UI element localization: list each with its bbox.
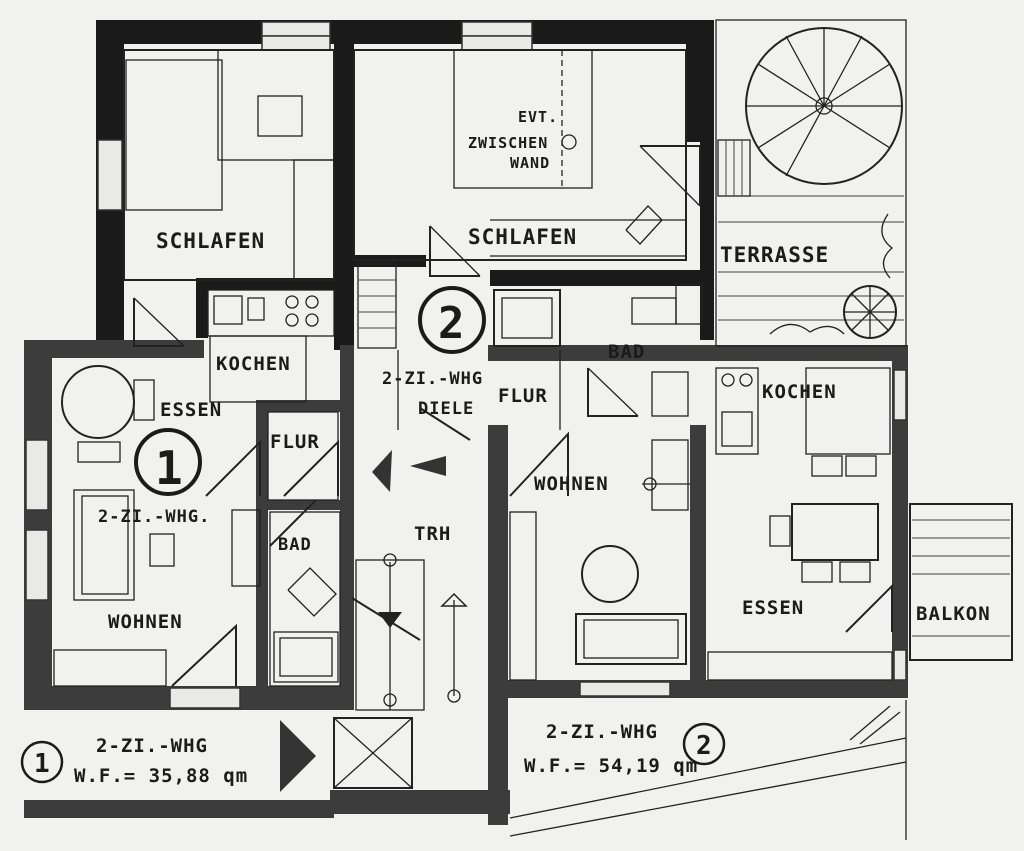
legend-1-circle bbox=[20, 740, 64, 784]
windows bbox=[25, 21, 907, 709]
label-bad-right: BAD bbox=[608, 341, 645, 363]
label-unit1-type: 2-ZI.-WHG. bbox=[98, 507, 210, 527]
unit-2-marker-number: 2 bbox=[438, 298, 466, 349]
legend-right-type: 2-ZI.-WHG bbox=[546, 721, 658, 743]
unit-1-marker-circle bbox=[134, 428, 202, 496]
label-evt-line3: WAND bbox=[510, 154, 550, 172]
label-balkon: BALKON bbox=[916, 603, 991, 625]
legend-left-area: W.F.= 35,88 qm bbox=[74, 765, 248, 787]
label-unit2-type: 2-ZI.-WHG bbox=[382, 369, 483, 389]
legend-2-circle bbox=[682, 722, 726, 766]
interior-lines bbox=[53, 19, 1013, 840]
room-labels: SCHLAFEN SCHLAFEN EVT. ZWISCHEN WAND TER… bbox=[98, 108, 991, 633]
legend-right-area: W.F.= 54,19 qm bbox=[524, 755, 698, 777]
label-kochen-right: KOCHEN bbox=[762, 381, 837, 403]
legend-left-type: 2-ZI.-WHG bbox=[96, 735, 208, 757]
label-bad-left: BAD bbox=[278, 535, 312, 555]
walls bbox=[24, 20, 908, 825]
label-trh: TRH bbox=[414, 523, 451, 545]
legend: 1 2-ZI.-WHG W.F.= 35,88 qm 2 2-ZI.-WHG W… bbox=[34, 721, 713, 787]
label-essen-left: ESSEN bbox=[160, 399, 222, 421]
legend-left-number: 1 bbox=[34, 749, 51, 779]
label-wohnen-left: WOHNEN bbox=[108, 611, 183, 633]
legend-right-number: 2 bbox=[696, 731, 713, 761]
label-diele: DIELE bbox=[418, 399, 474, 419]
unit-1-marker-number: 1 bbox=[155, 441, 184, 495]
label-schlafen-left: SCHLAFEN bbox=[156, 229, 265, 253]
label-evt-line2: ZWISCHEN bbox=[468, 134, 548, 152]
label-flur-right: FLUR bbox=[498, 385, 548, 407]
unit-2-marker-circle bbox=[418, 286, 486, 354]
label-terrasse: TERRASSE bbox=[720, 243, 829, 267]
label-essen-right: ESSEN bbox=[742, 597, 804, 619]
label-flur-left: FLUR bbox=[270, 431, 320, 453]
label-wohnen-right: WOHNEN bbox=[534, 473, 609, 495]
label-evt-line1: EVT. bbox=[518, 108, 558, 126]
label-schlafen-right: SCHLAFEN bbox=[468, 225, 577, 249]
label-kochen-left: KOCHEN bbox=[216, 353, 291, 375]
